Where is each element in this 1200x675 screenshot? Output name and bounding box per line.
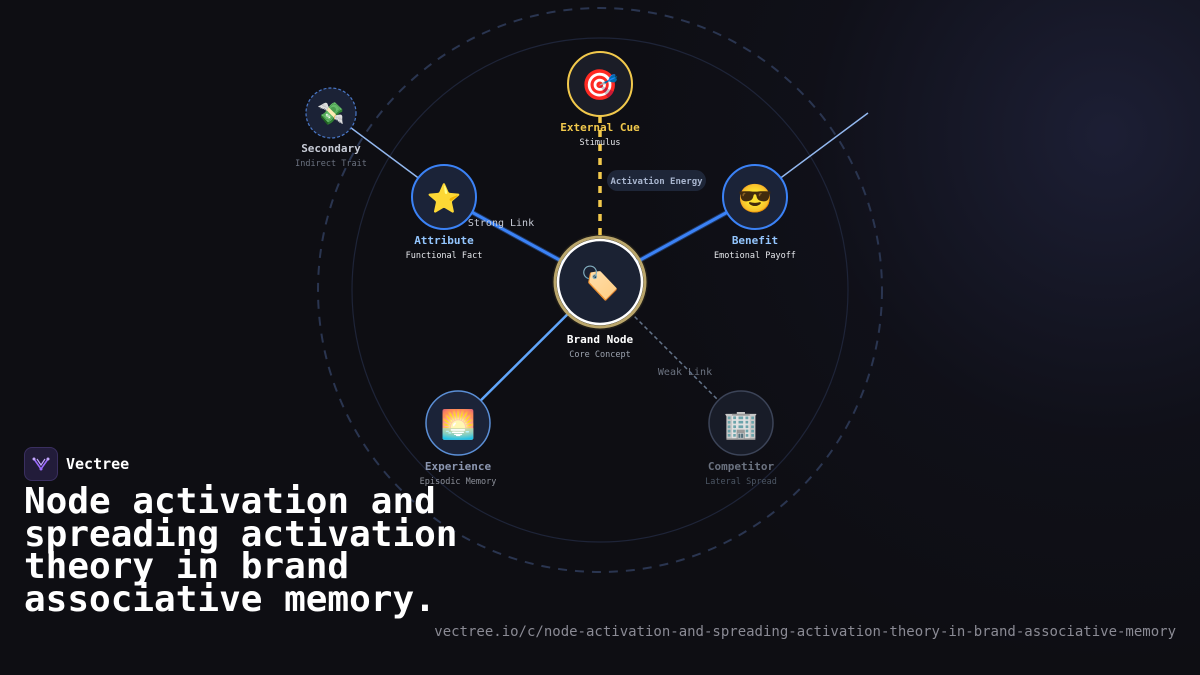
weak-link-label: Weak Link: [658, 367, 712, 378]
node-benefit-title: Benefit: [732, 234, 778, 247]
node-attribute-circle: [411, 164, 477, 230]
node-experience[interactable]: 🌅 Experience Episodic Memory: [420, 390, 497, 487]
activation-energy-label: Activation Energy: [610, 176, 703, 187]
vectree-logo-icon: [24, 447, 58, 481]
node-benefit[interactable]: 😎 Benefit Emotional Payoff: [714, 164, 796, 261]
node-competitor[interactable]: 🏢 Competitor Lateral Spread: [705, 390, 777, 487]
node-brand-subtitle: Core Concept: [569, 350, 630, 360]
node-benefit-circle: [722, 164, 788, 230]
node-attribute[interactable]: ⭐ Attribute Functional Fact: [406, 164, 483, 261]
page-url[interactable]: vectree.io/c/node-activation-and-spreadi…: [434, 624, 1176, 640]
node-brand-outer-ring: [553, 235, 647, 329]
node-brand-title: Brand Node: [567, 333, 634, 346]
node-external-cue[interactable]: 🎯 External Cue Stimulus: [560, 51, 640, 148]
strong-link-label: Strong Link: [468, 218, 534, 229]
node-external-cue-title: External Cue: [560, 121, 640, 134]
node-experience-title: Experience: [425, 460, 492, 473]
brand-header: Vectree: [24, 447, 129, 481]
target-icon: 🎯: [581, 68, 618, 103]
node-brand-circle: [556, 238, 644, 326]
node-competitor-title: Competitor: [708, 460, 775, 473]
node-attribute-subtitle: Functional Fact: [406, 251, 483, 261]
node-external-cue-circle: [567, 51, 633, 117]
node-secondary[interactable]: 💸 Secondary Indirect Trait: [295, 87, 367, 169]
activation-energy-badge: [607, 170, 706, 191]
inner-ring: [351, 37, 849, 543]
page-title: Node activation and spreading activation…: [24, 481, 458, 620]
node-experience-circle: [425, 390, 491, 456]
office-building-icon: 🏢: [724, 408, 759, 441]
brand-name: Vectree: [66, 455, 130, 473]
node-attribute-title: Attribute: [414, 234, 474, 247]
node-competitor-circle: [708, 390, 774, 456]
node-benefit-subtitle: Emotional Payoff: [714, 251, 796, 261]
node-competitor-subtitle: Lateral Spread: [705, 477, 777, 487]
node-secondary-circle: [305, 87, 357, 139]
node-external-cue-subtitle: Stimulus: [580, 138, 621, 148]
node-secondary-subtitle: Indirect Trait: [295, 159, 367, 169]
link-competitor: [599, 281, 742, 424]
outer-dashed-ring: [317, 7, 883, 573]
node-experience-subtitle: Episodic Memory: [420, 477, 497, 487]
sunglasses-face-icon: 😎: [738, 182, 773, 215]
price-tag-icon: 🏷️: [580, 264, 620, 302]
node-secondary-title: Secondary: [301, 142, 361, 155]
star-icon: ⭐: [427, 182, 462, 215]
money-wings-icon: 💸: [317, 101, 344, 127]
node-brand[interactable]: 🏷️ Brand Node Core Concept: [552, 234, 648, 360]
sunrise-icon: 🌅: [441, 408, 476, 441]
